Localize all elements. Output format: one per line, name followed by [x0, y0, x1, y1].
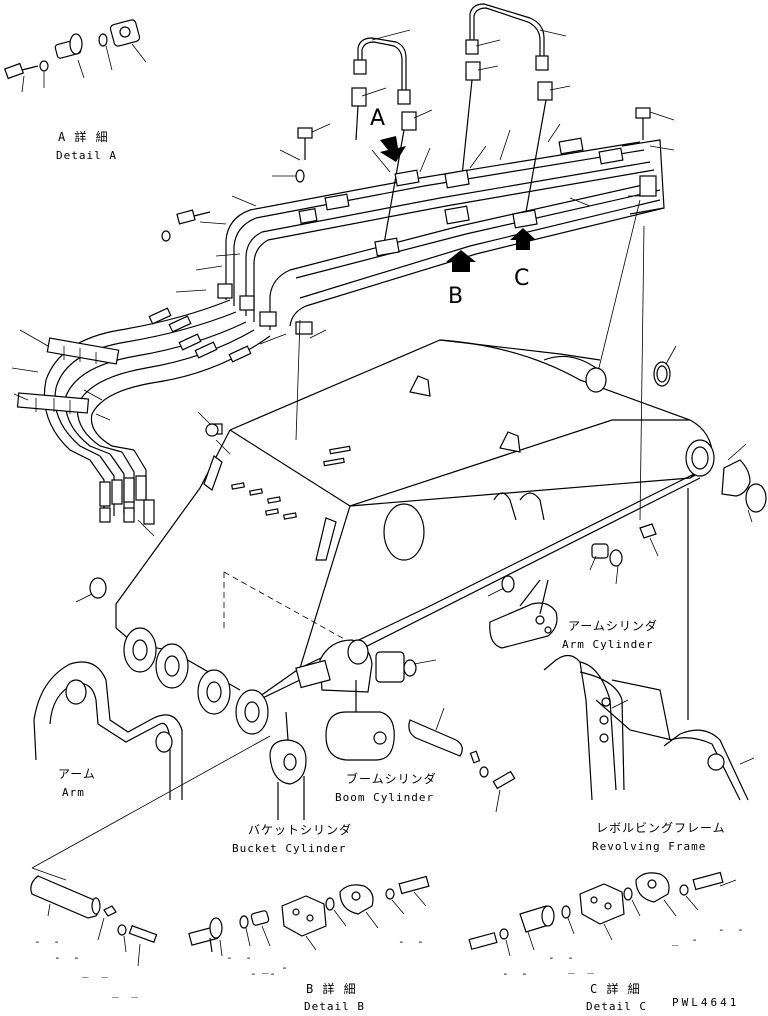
part-number-blank: _ _ — [568, 961, 597, 974]
detail-c-label-jp: C 詳 細 — [590, 982, 641, 996]
part-number-blank: _ _ — [82, 965, 111, 978]
detail-b-label-en: Detail B — [304, 1000, 365, 1013]
hoses — [11, 299, 271, 537]
arm-cylinder-rod — [489, 579, 558, 649]
arm-label-en: Arm — [62, 786, 85, 799]
arm-label-jp: アーム — [58, 767, 96, 781]
bucket-cylinder — [269, 711, 307, 820]
part-number-blank: - - — [548, 951, 577, 964]
revolving-frame-label-jp: レボルビングフレーム — [596, 821, 726, 835]
pin-parts-bottom-left — [30, 875, 158, 967]
detail-b-label-jp: B 詳 細 — [306, 982, 357, 996]
part-number-blank: - - — [34, 935, 63, 948]
marker-a: A — [370, 106, 386, 131]
detail-c-parts — [468, 871, 737, 957]
arm — [33, 661, 183, 800]
part-number-blank: - - — [54, 951, 83, 964]
bucket-cylinder-label-jp: バケットシリンダ — [248, 823, 353, 837]
boom-cylinder-pins — [325, 651, 516, 813]
view-arrows — [380, 136, 536, 272]
detail-c-label-en: Detail C — [586, 1000, 647, 1013]
part-number-blank: - - — [250, 967, 279, 980]
part-number-blank: - - — [398, 935, 427, 948]
boom — [115, 339, 715, 735]
part-number-blank: _ - — [672, 933, 701, 946]
boom-pin-parts — [75, 345, 767, 603]
part-number-blank: - - — [718, 923, 747, 936]
revolving-frame — [543, 488, 755, 801]
detail-leaders — [31, 439, 271, 881]
part-number-blank: _ _ — [112, 985, 141, 998]
detail-b-parts — [188, 875, 430, 957]
detail-a-parts — [4, 19, 147, 93]
marker-c: C — [514, 266, 530, 291]
arm-cylinder-label-en: Arm Cylinder — [562, 638, 654, 651]
boom-cylinder-label-jp: ブームシリンダ — [346, 772, 437, 786]
bucket-cylinder-label-en: Bucket Cylinder — [232, 842, 347, 855]
figure-code: PWL4641 — [672, 996, 740, 1009]
part-number-blank: _ - — [262, 961, 291, 974]
hydraulic-pipes — [161, 3, 675, 521]
part-number-blank: - - — [502, 967, 531, 980]
part-number-blank: - - — [226, 951, 255, 964]
boom-cylinder-label-en: Boom Cylinder — [335, 791, 435, 804]
detail-a-label-jp: A 詳 細 — [58, 130, 109, 144]
revolving-frame-label-en: Revolving Frame — [592, 840, 707, 853]
detail-a-label-en: Detail A — [56, 149, 117, 162]
arm-cylinder-label-jp: アームシリンダ — [568, 619, 658, 633]
marker-b: B — [448, 284, 464, 309]
